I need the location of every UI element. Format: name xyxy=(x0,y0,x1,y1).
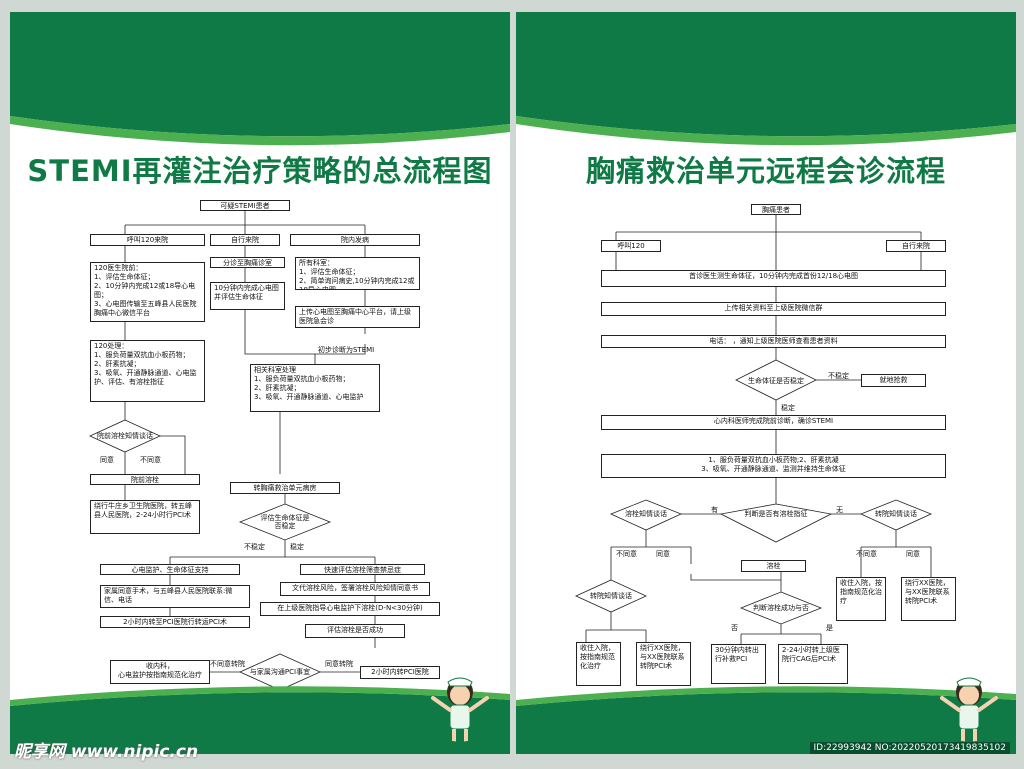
admit-right-node: 收住入院，按指南规范化治疗 xyxy=(836,577,886,621)
quick-eval-node: 快速评估溶栓筛查禁忌症 xyxy=(300,564,425,575)
meds-node: 1、服负荷量双抗血小板药物;2、肝素抗凝 3、吸氧、开通静脉通道、监测并维持生命… xyxy=(601,454,946,478)
site-watermark: 昵享网 www.nipic.cn xyxy=(14,742,199,762)
dept-node: 所有科室： 1、评估生命体征； 2、简单询问病史,10分钟内完成12或18导心电… xyxy=(295,257,420,290)
left-poster: STEMI再灌注治疗策略的总流程图 可疑STEMI患者 呼叫120来院 自行来院… xyxy=(10,12,510,754)
thrombolysis-node: 溶栓 xyxy=(741,560,806,572)
disagree-label-left: 不同意 xyxy=(616,550,637,558)
self-node: 自行来院 xyxy=(210,234,280,246)
no-label: 无 xyxy=(836,506,843,514)
admit-left-node: 收住入院，按指南规范化治疗 xyxy=(576,642,621,686)
doc120-node: 120医生院前： 1、评估生命体征； 2、10分钟内完成12或18导心电图； 3… xyxy=(90,262,205,322)
triage-node: 分诊至胸痛诊室 xyxy=(210,257,285,268)
image-id-watermark: ID:22993942 NO:20220520173419835102 xyxy=(809,742,1010,754)
agree-label-left: 同意 xyxy=(656,550,670,558)
family-node: 家属同意手术，与五峰县人民医院联系:微信、电话 xyxy=(100,585,250,608)
page-title: STEMI再灌注治疗策略的总流程图 xyxy=(27,154,493,188)
flowchart-lines xyxy=(89,210,376,691)
family-pci-diamond-label: 与家属沟通PCI事宜 xyxy=(249,668,311,676)
nurse-mascot-icon xyxy=(940,677,998,747)
start-node: 胸痛患者 xyxy=(751,204,801,215)
pci2hb-node: 2小时内转PCI医院 xyxy=(360,666,440,679)
disagree-label-right: 不同意 xyxy=(856,550,877,558)
vital-diamond-label: 生命体征是否稳定 xyxy=(748,377,804,385)
right-poster: 胸痛救治单元远程会诊流程 胸痛患者 呼叫120 自行来院 首诊医生测生命体征，1… xyxy=(516,12,1016,754)
call120-node: 呼叫120 xyxy=(601,240,661,252)
green-footer-band xyxy=(516,686,1016,754)
tl-success-node: 评估溶栓是否成功 xyxy=(305,624,405,638)
to-cpu-node: 转胸痛救治单元病房 xyxy=(230,482,340,494)
stemi-node: 心内科医师完成院前诊断，确诊STEMI xyxy=(601,415,946,430)
bypass-right-node: 绕行XX医院，与XX医院联系转院PCI术 xyxy=(901,577,956,621)
has-indication-diamond-label: 判断是否有溶栓指征 xyxy=(744,510,808,518)
green-footer-band xyxy=(10,686,510,754)
support-node: 心电监护、生命体征支持 xyxy=(100,564,240,575)
stable-label: 稳定 xyxy=(290,543,304,551)
cag-pci-node: 2-24小时转上级医院行CAG后PCI术 xyxy=(778,644,848,684)
green-header-band xyxy=(516,12,1016,146)
pre-thrombolysis-node: 院前溶栓 xyxy=(90,474,200,485)
tl-success-diamond-label: 判断溶栓成功与否 xyxy=(753,604,809,612)
bypass-left-node: 绕行XX医院，与XX医院联系转院PCI术 xyxy=(636,642,691,686)
phone-node: 电话： ，通知上级医院医师查看患者资料 xyxy=(601,335,946,348)
stable-label: 稳定 xyxy=(781,404,795,412)
upload-node: 上传心电图至胸痛中心平台，请上级医院急会诊 xyxy=(295,306,420,328)
local-rescue-node: 就地抢救 xyxy=(861,374,926,387)
agree-transfer-label: 同意转院 xyxy=(325,660,353,668)
first-doc-node: 首诊医生测生命体征，10分钟内完成首份12/18心电图 xyxy=(601,270,946,287)
ecg10-node: 10分钟内完成心电图并评估生命体征 xyxy=(210,282,285,310)
depttreat-node: 相关科室处理 1、服负荷量双抗血小板药物； 2、肝素抗凝； 3、吸氧、开通静脉通… xyxy=(250,364,380,412)
start-node: 可疑STEMI患者 xyxy=(200,200,290,211)
fail-label: 否 xyxy=(731,624,738,632)
tr-consent2-diamond-label: 转院知情谈话 xyxy=(590,592,632,600)
consent-diamond-label: 院前溶栓知情谈话 xyxy=(97,432,153,440)
tl-consent-diamond-label: 溶栓知情谈话 xyxy=(625,510,667,518)
disagree-label: 不同意 xyxy=(140,456,161,464)
yes-label: 有 xyxy=(711,506,718,514)
success-label: 是 xyxy=(826,624,833,632)
transfer-node: 绕行牛庄乡卫生院医院，转五峰县人民医院，2-24小时行PCI术 xyxy=(90,500,200,534)
no-transfer-label: 不同意转院 xyxy=(210,660,245,668)
upload-node: 上传相关资料至上级医院微信群 xyxy=(601,302,946,316)
self-node: 自行来院 xyxy=(886,240,946,252)
pci2h-node: 2小时内转至PCI医院行转运PCI术 xyxy=(100,616,250,628)
inhosp-node: 院内发病 xyxy=(290,234,420,246)
admit-node: 收内科， 心电监护按指南规范化治疗 xyxy=(110,660,210,684)
agree-label: 同意 xyxy=(100,456,114,464)
page-title: 胸痛救治单元远程会诊流程 xyxy=(585,154,946,188)
treat120-node: 120处理： 1、服负荷量双抗血小板药物； 2、肝素抗凝； 3、吸氧、开通静脉通… xyxy=(90,340,205,402)
tl-risk-node: 文代溶栓风险，签署溶栓风险知情同意书 xyxy=(280,582,430,596)
eval-vital-diamond-label: 评估生命体征是否稳定 xyxy=(260,514,310,530)
flowchart-lines xyxy=(575,215,933,644)
green-header-band xyxy=(10,12,510,146)
tr-consent-diamond-label: 转院知情谈话 xyxy=(875,510,917,518)
agree-label-right: 同意 xyxy=(906,550,920,558)
call120-node: 呼叫120来院 xyxy=(90,234,205,246)
rescue-pci-node: 30分钟内转出行补救PCI xyxy=(711,644,766,684)
unstable-label: 不稳定 xyxy=(244,543,265,551)
nurse-mascot-icon xyxy=(431,677,489,747)
dx-label: 初步诊断为STEMI xyxy=(318,346,375,354)
unstable-label: 不稳定 xyxy=(828,372,849,380)
tl-guide-node: 在上级医院指导心电监护下溶栓(D-N<30分钟) xyxy=(260,602,440,616)
